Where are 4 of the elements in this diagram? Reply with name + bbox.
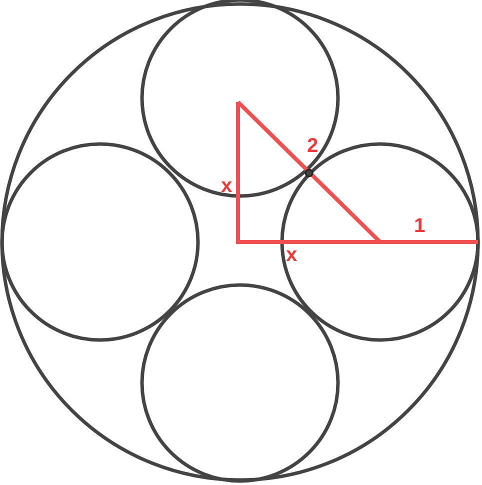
side-label: x: [221, 176, 232, 196]
side-label: 2: [307, 136, 318, 156]
side-label: x: [286, 245, 298, 265]
side-label: 1: [414, 216, 426, 236]
